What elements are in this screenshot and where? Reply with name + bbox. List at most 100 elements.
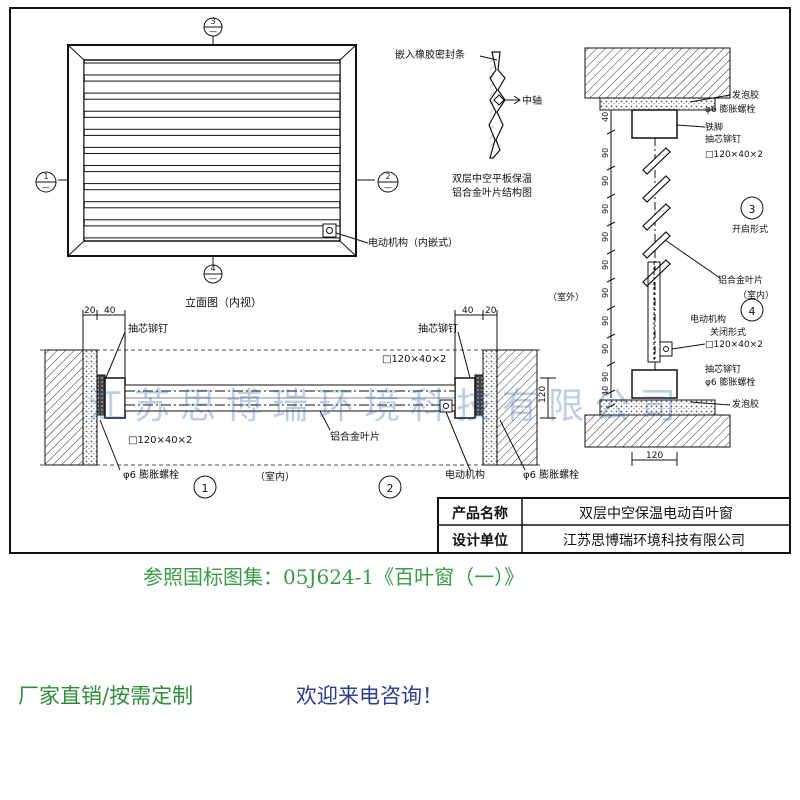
top-frame-profile: [631, 109, 678, 139]
section-dim-tick: [606, 249, 616, 255]
section-dim-tick: [606, 129, 616, 135]
section-dim-120: 120: [646, 451, 663, 461]
designer-value: 江苏思博瑞环境科技有限公司: [563, 532, 745, 549]
rivet-top-label: 抽芯铆钉: [705, 133, 741, 145]
open-blade: [642, 203, 671, 231]
louver-blades: [83, 62, 341, 239]
section-dim-label: 90: [601, 316, 610, 326]
plan-dim-40-left: 40: [104, 306, 116, 316]
section-dim-tick: [606, 165, 616, 171]
open-blade: [642, 259, 671, 287]
svg-text:4: 4: [749, 305, 756, 318]
plan-dim-120: 120: [538, 386, 548, 403]
plan-profile-right-label: □120×40×2: [382, 354, 446, 365]
section-dim-tick: [606, 333, 616, 339]
louver-blade: [83, 153, 341, 166]
left-wall: [44, 349, 84, 466]
product-name-label: 产品名称: [452, 505, 508, 522]
reference-caption: 参照国标图集：05J624-1《百叶窗（一）》: [143, 565, 525, 589]
section-dim-label: 90: [601, 148, 610, 158]
plan-rivet-right-label: 抽芯铆钉: [418, 322, 458, 335]
louver-blade: [83, 171, 341, 185]
plan-dim-40-right: 40: [462, 306, 474, 316]
plan-blade-label: 铝合金叶片: [330, 430, 380, 443]
svg-text:1: 1: [202, 482, 209, 495]
svg-text:3: 3: [210, 17, 215, 26]
svg-text:2: 2: [385, 172, 390, 181]
section-dim-tick: [606, 193, 616, 199]
section-dim-label: 90: [601, 204, 610, 214]
section-blade-label: 铝合金叶片: [718, 274, 763, 286]
section-mark-1-left: 1 —: [35, 171, 57, 193]
info-table: 产品名称 双层中空保温电动百叶窗 设计单位 江苏思博瑞环境科技有限公司: [437, 497, 791, 554]
section-dim-tick: [606, 403, 616, 409]
center-axis-label: 中轴: [522, 94, 542, 107]
open-blade: [642, 175, 671, 203]
section-dim-label: 90: [601, 232, 610, 242]
plan-profile-left-label: □120×40×2: [128, 435, 192, 446]
plan-bolt-right-label: φ6 膨胀螺栓: [523, 468, 579, 481]
section-dim-tick: [606, 277, 616, 283]
plan-mark-2: 2: [378, 475, 402, 499]
company-watermark: 江苏思博瑞环境科技有限公司: [88, 386, 686, 427]
section-mark-4-bottom: 4 —: [203, 264, 223, 284]
svg-text:—: —: [384, 183, 392, 192]
plan-dim-20-left: 20: [84, 306, 96, 316]
open-blade: [642, 147, 671, 175]
svg-text:2: 2: [387, 482, 394, 495]
louver-blade: [83, 98, 341, 112]
svg-text:—: —: [42, 183, 50, 192]
bottom-wall: [584, 414, 731, 448]
bolt-bottom-label: φ6 膨胀螺栓: [705, 376, 756, 388]
seal-strip-label: 嵌入橡胶密封条: [395, 48, 465, 61]
section-dim-tick: [606, 221, 616, 227]
section-dim-label: 90: [601, 372, 610, 382]
section-dim-label: 90: [601, 344, 610, 354]
blade-detail: 嵌入橡胶密封条 中轴 双层中空平板保温 铝合金叶片结构图: [395, 48, 542, 199]
section-interior-label: （室内）: [738, 289, 774, 301]
svg-text:4: 4: [210, 264, 215, 273]
section-dim-label: 90: [601, 176, 610, 186]
section-mark-3-top: 3 —: [203, 17, 223, 37]
svg-text:—: —: [209, 27, 217, 36]
louver-blade: [83, 225, 341, 239]
louver-blade: [83, 134, 341, 148]
foam-bottom-label: 发泡胶: [732, 398, 759, 410]
profile-top-label: □120×40×2: [705, 150, 763, 160]
plan-bolt-left-label: φ6 膨胀螺栓: [123, 468, 179, 481]
designer-label: 设计单位: [452, 532, 508, 549]
plan-rivet-left-label: 抽芯铆钉: [128, 322, 168, 335]
louver-blade: [83, 62, 341, 76]
iron-foot-label: 铁脚: [705, 121, 723, 133]
profile-bottom-label: □120×40×2: [705, 340, 763, 350]
motor-embedded-label: 电动机构（内嵌式）: [368, 236, 458, 249]
section-dim-tick: [606, 389, 616, 395]
open-blade: [642, 231, 671, 259]
louver-blade: [83, 80, 341, 94]
section-mark-2-right: 2 —: [377, 171, 399, 193]
open-form-label: 开启形式: [732, 223, 768, 235]
louver-blade: [83, 116, 341, 130]
plan-motor-label: 电动机构: [445, 468, 485, 481]
louver-blade: [83, 189, 341, 203]
blade-caption-line2: 铝合金叶片结构图: [452, 186, 532, 199]
section-dim-tick: [606, 361, 616, 367]
section-mark-4: 4: [740, 298, 764, 322]
blade-caption-line1: 双层中空平板保温: [452, 172, 532, 185]
bolt-top-label: φ6 膨胀螺栓: [705, 103, 756, 115]
section-dim-label: 90: [601, 260, 610, 270]
open-blades: [642, 147, 671, 287]
svg-text:1: 1: [43, 172, 48, 181]
svg-text:3: 3: [749, 203, 756, 216]
exterior-label: （室外）: [548, 291, 584, 303]
direct-sale-caption: 厂家直销/按需定制: [18, 684, 194, 708]
motor-box: [322, 223, 337, 238]
elevation-view: 3 — 4 — 1 — 2 — 电动机构（内嵌式） 立面图（内视）: [35, 17, 458, 309]
foam-top-label: 发泡胶: [732, 89, 759, 101]
close-form-label: 关闭形式: [710, 326, 746, 338]
section-motor-label: 电动机构: [690, 313, 726, 325]
section-dim-label: 40: [601, 112, 610, 122]
plan-section: 20 40 40 20 抽芯铆钉 抽芯铆钉 □120×40×2 □120×40×…: [40, 306, 579, 499]
vertical-section: 120 发泡胶 φ6 膨胀螺栓 铁脚 抽芯铆钉 □120×40×2 3 开启形式…: [548, 47, 774, 466]
